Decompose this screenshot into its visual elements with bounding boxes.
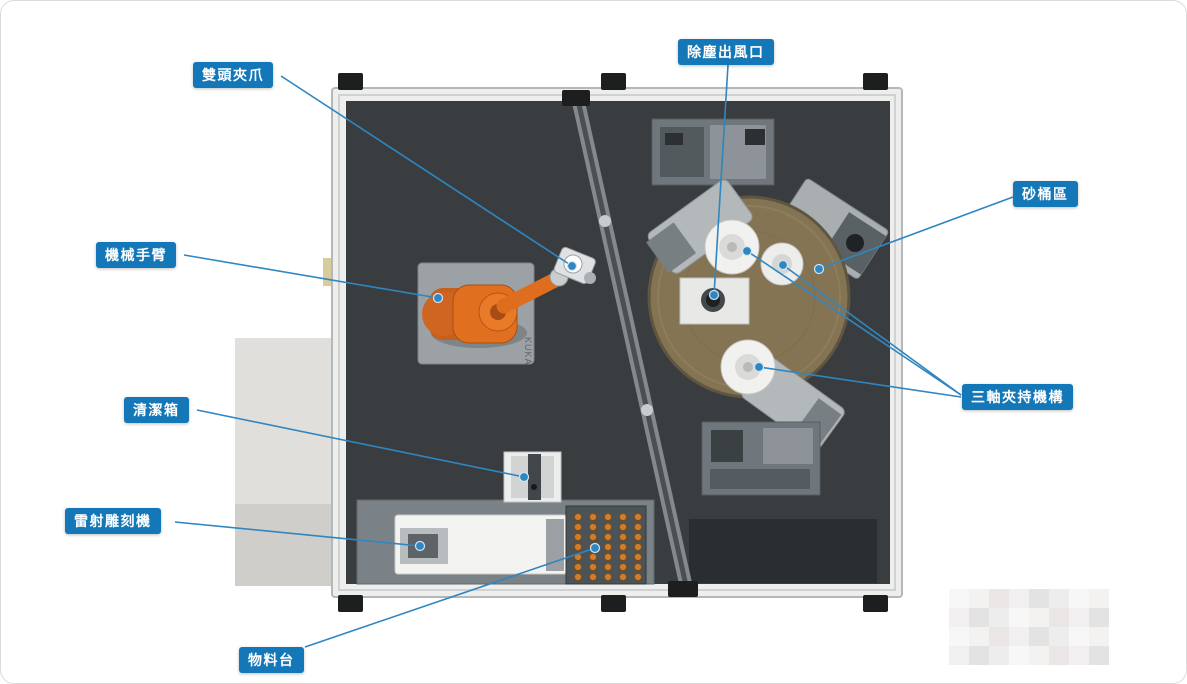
leader-clamp-right — [782, 264, 962, 396]
target-dot — [432, 292, 444, 304]
mounting-tab — [863, 73, 888, 90]
label-three-axis-clamp: 三軸夾持機構 — [962, 384, 1073, 410]
label-cleaning-box: 清潔箱 — [124, 397, 189, 423]
mounting-tab — [601, 73, 626, 90]
mounting-tab — [338, 595, 363, 612]
target-dot — [566, 260, 578, 272]
target-dot — [753, 361, 765, 373]
upper-fixture-units — [651, 118, 775, 186]
diagonal-rail — [562, 90, 698, 597]
label-robot-arm: 機械手臂 — [96, 242, 176, 268]
leader-dots — [414, 245, 825, 554]
leader-lines — [174, 64, 1014, 648]
left-side-shelf — [235, 258, 335, 586]
mounting-tab — [601, 595, 626, 612]
leader-dual-head-gripper — [280, 75, 573, 267]
leader-laser-engraver — [174, 521, 421, 547]
leader-dust-outlet — [713, 64, 729, 296]
mounting-tab — [863, 595, 888, 612]
material-slots — [573, 512, 643, 582]
label-dual-head-gripper: 雙頭夾爪 — [193, 62, 273, 88]
target-dot — [708, 289, 720, 301]
leader-clamp-top — [746, 250, 962, 396]
leader-robot-arm — [183, 254, 439, 299]
leader-sand-bucket — [818, 196, 1014, 270]
floor-shadow-area — [689, 519, 877, 583]
label-dust-outlet: 除塵出風口 — [678, 39, 774, 65]
clamp-pod-bottom — [720, 339, 776, 395]
watermark-mosaic — [949, 589, 1109, 665]
target-dot — [813, 263, 825, 275]
clamp-pod-top — [704, 219, 760, 275]
leader-clamp-bottom — [758, 366, 962, 398]
robot-brand: KUKA — [523, 337, 533, 366]
lower-fixture-units — [701, 421, 821, 496]
target-dot — [414, 540, 426, 552]
target-dot — [518, 471, 530, 483]
material-tray-group — [565, 505, 647, 585]
label-material-table: 物料台 — [239, 647, 304, 673]
sand-bucket-knob — [846, 234, 864, 252]
cleaning-box-group — [503, 451, 562, 503]
label-laser-engraver: 雷射雕刻機 — [65, 508, 161, 534]
target-dot — [741, 245, 753, 257]
label-sand-bucket-area: 砂桶區 — [1013, 181, 1078, 207]
clamp-housing-top — [646, 179, 753, 274]
target-dot — [589, 542, 601, 554]
target-dot — [777, 259, 789, 271]
robot-arm-group: KUKA — [417, 246, 596, 366]
leader-material-table — [304, 547, 596, 648]
mounting-tab — [338, 73, 363, 90]
leader-cleaning-box — [196, 409, 525, 478]
